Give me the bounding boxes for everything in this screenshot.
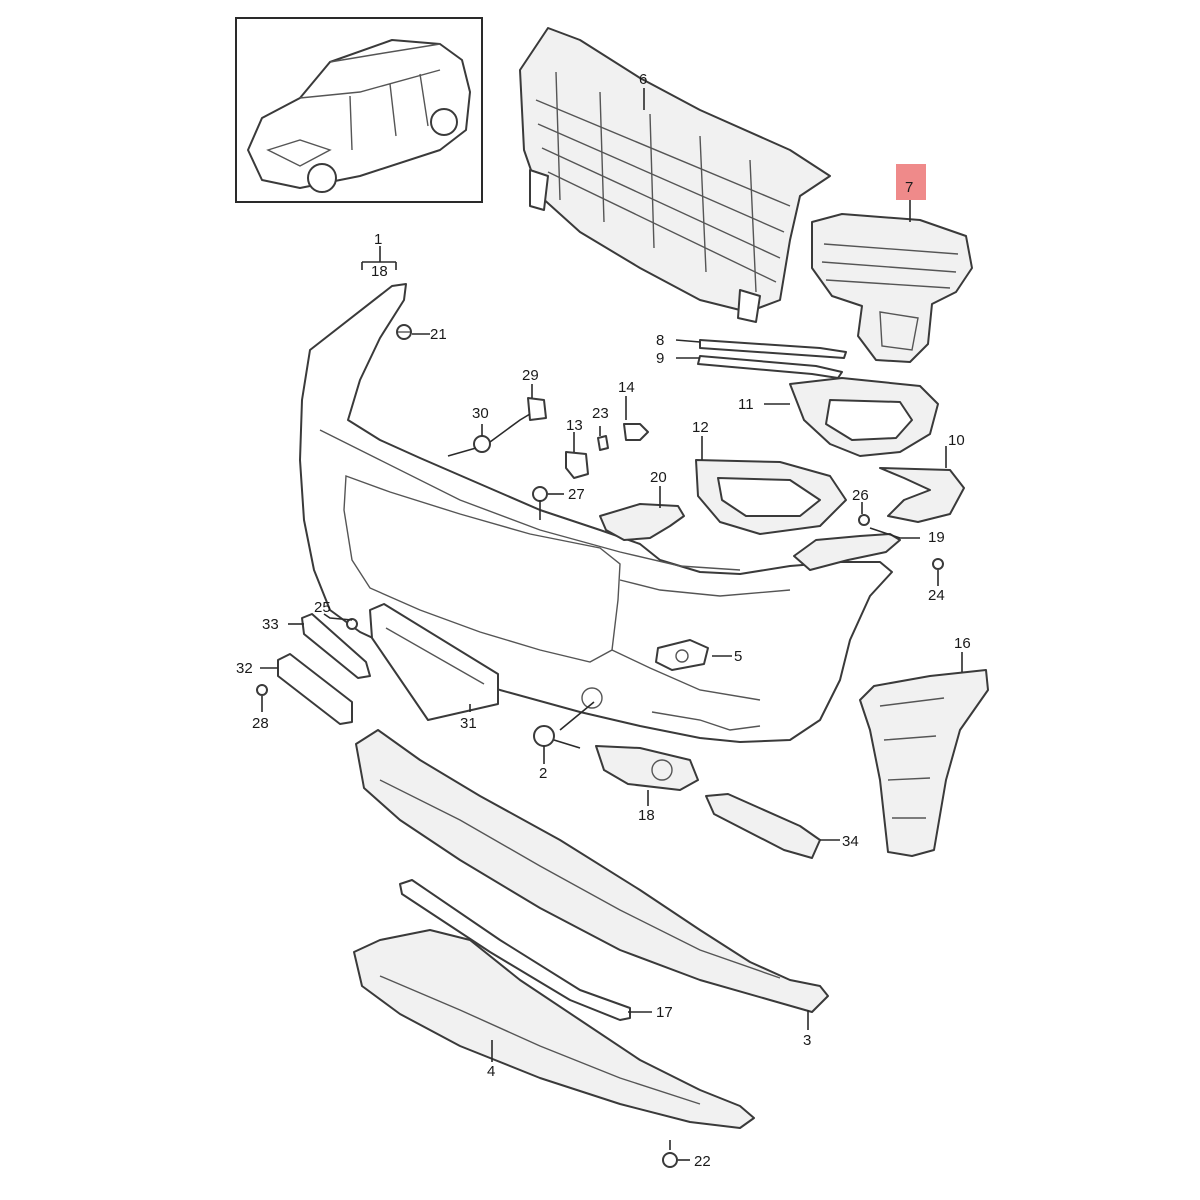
callout-16: 16: [954, 635, 971, 652]
callout-10: 10: [948, 432, 965, 449]
callout-7: 7: [905, 179, 913, 196]
part-2-plug: [533, 725, 555, 747]
callout-27: 27: [568, 486, 585, 503]
callout-23: 23: [592, 405, 609, 422]
callout-9: 9: [656, 350, 664, 367]
part-8-trim-strip: [699, 339, 847, 359]
part-14-clip: [623, 423, 649, 441]
part-7-side-grille: [811, 213, 973, 363]
part-16-side-bracket: [859, 669, 989, 857]
part-4-underbody-panel: [353, 929, 755, 1129]
callout-19: 19: [928, 529, 945, 546]
part-13-bracket: [565, 451, 589, 479]
part-29-sensor-holder: [527, 397, 547, 421]
part-11-fog-light-frame: [789, 377, 939, 457]
part-26-nut: [858, 514, 870, 526]
part-12-lamp-trim: [695, 459, 847, 535]
callout-11: 11: [738, 396, 754, 413]
suv-illustration: [247, 39, 471, 193]
part-3-lower-spoiler: [355, 729, 829, 1013]
part-1-bumper-cover: [299, 283, 893, 743]
part-33-plate-bracket: [301, 613, 371, 679]
part-30-clip: [473, 435, 491, 453]
callout-13: 13: [566, 417, 583, 434]
leader-lines: [260, 88, 963, 1161]
part-34-lower-grille-strip: [705, 793, 821, 859]
part-22-screw: [662, 1152, 678, 1168]
callout-6: 6: [639, 71, 647, 88]
callout-18-top: 18: [371, 263, 388, 280]
callout-22: 22: [694, 1153, 711, 1170]
part-31-license-plate-holder: [369, 603, 499, 721]
part-6-upper-grille: [519, 27, 831, 323]
callout-21: 21: [430, 326, 447, 343]
part-9-trim-strip: [697, 355, 843, 379]
part-21-screw: [396, 324, 412, 340]
part-24-screw: [932, 558, 944, 570]
callout-12: 12: [692, 419, 709, 436]
callout-32: 32: [236, 660, 253, 677]
callout-4: 4: [487, 1063, 495, 1080]
part-10-side-trim: [879, 467, 965, 523]
callout-31: 31: [460, 715, 477, 732]
callout-29: 29: [522, 367, 539, 384]
vehicle-thumbnail: [235, 17, 483, 203]
part-27-clip: [532, 486, 548, 520]
part-5-tow-hook-cover: [655, 639, 709, 671]
callout-33: 33: [262, 616, 279, 633]
callout-17: 17: [656, 1004, 673, 1021]
callout-18-bottom: 18: [638, 807, 655, 824]
highlight-box-part-7: [896, 164, 926, 200]
callout-8: 8: [656, 332, 664, 349]
callout-34: 34: [842, 833, 859, 850]
callout-14: 14: [618, 379, 635, 396]
callout-labels: 1 18 21 6 7 8 9 11 12 10 29 30 14 23 13 …: [236, 71, 971, 1170]
part-18-fog-lamp-bezel: [595, 745, 699, 791]
callout-30: 30: [472, 405, 489, 422]
part-25-screw: [346, 618, 358, 630]
part-17-strip: [399, 879, 631, 1021]
callout-25: 25: [314, 599, 331, 616]
callout-3: 3: [803, 1032, 811, 1049]
part-20-mount-bracket: [599, 503, 685, 541]
part-19-side-bracket: [793, 533, 901, 571]
callout-2: 2: [539, 765, 547, 782]
callout-5: 5: [734, 648, 742, 665]
callout-26: 26: [852, 487, 869, 504]
callout-1: 1: [374, 231, 382, 248]
callout-20: 20: [650, 469, 667, 486]
part-32-plate-bracket: [277, 653, 353, 725]
callout-24: 24: [928, 587, 945, 604]
callout-28: 28: [252, 715, 269, 732]
part-23-screw: [597, 435, 609, 451]
part-28-screw: [256, 684, 268, 696]
